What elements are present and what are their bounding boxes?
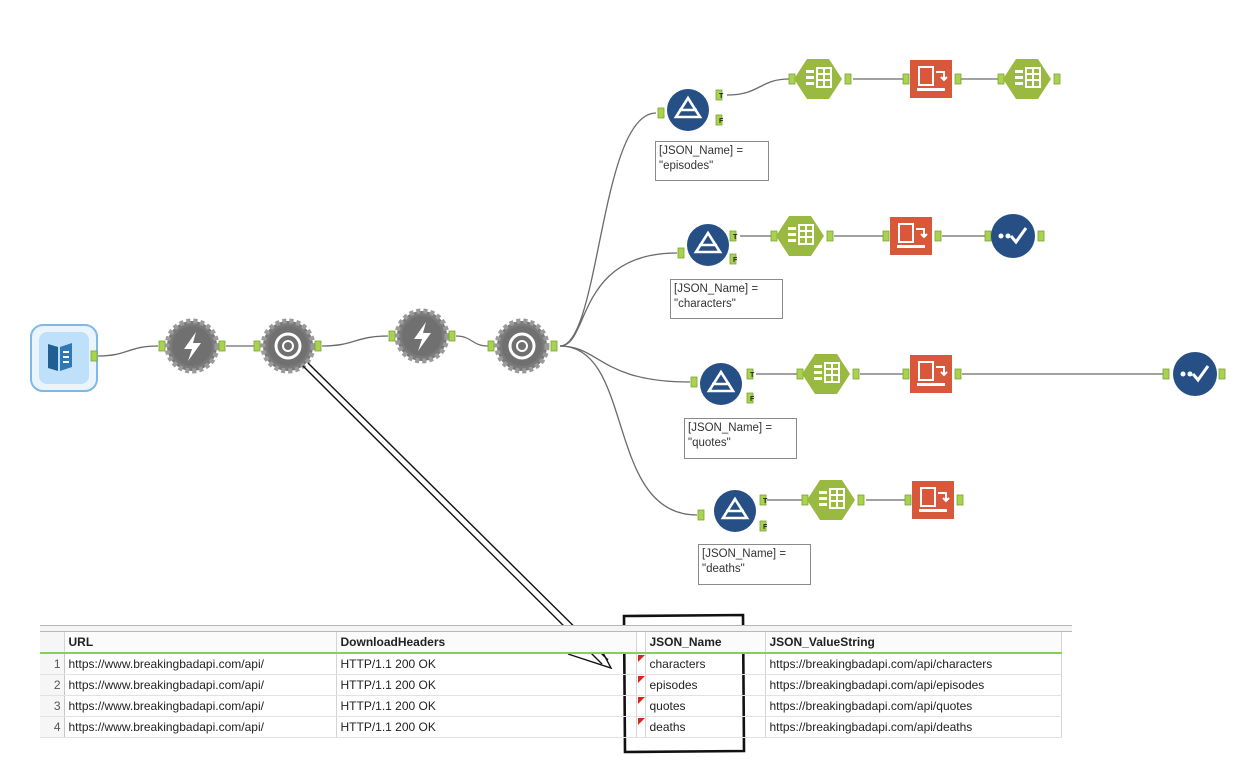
filter-tool-icon[interactable]: T F xyxy=(677,224,738,266)
cell-url[interactable]: https://www.breakingbadapi.com/api/ xyxy=(64,695,337,717)
cell-json-name[interactable]: episodes xyxy=(645,674,766,696)
true-anchor-label: T xyxy=(733,234,738,241)
table-row[interactable]: 2 https://www.breakingbadapi.com/api/ HT… xyxy=(40,674,1062,696)
false-anchor-label: F xyxy=(750,396,755,403)
column-header-hidden[interactable] xyxy=(636,632,646,654)
row-number: 1 xyxy=(40,653,65,675)
cell-url[interactable]: https://www.breakingbadapi.com/api/ xyxy=(64,653,337,675)
filter-annotation-characters: [JSON_Name] = "characters" xyxy=(670,279,783,319)
cell-json-valuestring[interactable]: https://breakingbadapi.com/api/character… xyxy=(765,653,1062,675)
cell-url[interactable]: https://www.breakingbadapi.com/api/ xyxy=(64,716,337,738)
truncated-cell-marker[interactable] xyxy=(636,716,646,738)
table-row[interactable]: 4 https://www.breakingbadapi.com/api/ HT… xyxy=(40,716,1062,738)
column-header-json-valuestring[interactable]: JSON_ValueString xyxy=(765,632,1062,654)
download-tool-icon[interactable] xyxy=(388,308,456,364)
select-tool-icon[interactable] xyxy=(796,354,860,394)
cell-url[interactable]: https://www.breakingbadapi.com/api/ xyxy=(64,674,337,696)
filter-expression-line1: [JSON_Name] = xyxy=(659,145,744,157)
select-tool-icon[interactable] xyxy=(801,480,865,520)
download-tool-icon[interactable] xyxy=(158,318,226,374)
filter-expression-line1: [JSON_Name] = xyxy=(702,548,787,560)
cell-json-name[interactable]: deaths xyxy=(645,716,766,738)
false-anchor-label: F xyxy=(719,118,724,125)
cell-downloadheaders[interactable]: HTTP/1.1 200 OK xyxy=(336,674,637,696)
filter-expression-line1: [JSON_Name] = xyxy=(688,422,773,434)
table-header-row: URL DownloadHeaders JSON_Name JSON_Value… xyxy=(40,632,1062,654)
results-table: URL DownloadHeaders JSON_Name JSON_Value… xyxy=(40,632,1062,738)
false-anchor-label: F xyxy=(763,524,768,531)
transpose-tool-icon[interactable] xyxy=(902,355,962,393)
true-anchor-label: T xyxy=(719,93,724,100)
cell-json-valuestring[interactable]: https://breakingbadapi.com/api/quotes xyxy=(765,695,1062,717)
false-anchor-label: F xyxy=(733,257,738,264)
select-tool-icon[interactable] xyxy=(788,59,852,99)
json-parse-tool-icon[interactable] xyxy=(487,318,558,374)
results-grid[interactable]: URL DownloadHeaders JSON_Name JSON_Value… xyxy=(40,625,1072,738)
truncated-cell-marker[interactable] xyxy=(636,695,646,717)
results-grid-splitter[interactable] xyxy=(40,625,1072,632)
column-header-url[interactable]: URL xyxy=(64,632,337,654)
wire-to-filter-episodes xyxy=(559,112,657,347)
filter-annotation-episodes: [JSON_Name] = "episodes" xyxy=(655,141,769,181)
cell-downloadheaders[interactable]: HTTP/1.1 200 OK xyxy=(336,653,637,675)
table-row[interactable]: 3 https://www.breakingbadapi.com/api/ HT… xyxy=(40,695,1062,717)
cell-downloadheaders[interactable]: HTTP/1.1 200 OK xyxy=(336,716,637,738)
column-header-downloadheaders[interactable]: DownloadHeaders xyxy=(336,632,637,654)
truncated-cell-marker[interactable] xyxy=(636,674,646,696)
true-anchor-label: T xyxy=(763,498,768,505)
true-anchor-label: T xyxy=(750,372,755,379)
row-number-header xyxy=(40,632,65,654)
table-row[interactable]: 1 https://www.breakingbadapi.com/api/ HT… xyxy=(40,653,1062,675)
text-input-tool-icon[interactable] xyxy=(30,324,98,392)
browse-tool-icon[interactable] xyxy=(1162,352,1226,396)
filter-annotation-quotes: [JSON_Name] = "quotes" xyxy=(684,418,797,459)
select-tool-icon[interactable] xyxy=(770,216,834,256)
browse-tool-icon[interactable] xyxy=(984,214,1045,258)
filter-expression-line1: [JSON_Name] = xyxy=(674,283,759,295)
transpose-tool-icon[interactable] xyxy=(902,60,962,98)
filter-tool-icon[interactable]: T F xyxy=(697,490,768,532)
column-header-json-name[interactable]: JSON_Name xyxy=(645,632,766,654)
truncated-cell-marker[interactable] xyxy=(636,653,646,675)
transpose-tool-icon[interactable] xyxy=(904,481,964,519)
select-tool-icon[interactable] xyxy=(997,59,1061,99)
row-number: 4 xyxy=(40,716,65,738)
connections xyxy=(97,78,1166,516)
filter-tool-icon[interactable]: T F xyxy=(657,89,724,131)
cell-json-valuestring[interactable]: https://breakingbadapi.com/api/deaths xyxy=(765,716,1062,738)
cell-json-name[interactable]: characters xyxy=(645,653,766,675)
filter-expression-line2: "episodes" xyxy=(659,160,714,172)
cell-json-valuestring[interactable]: https://breakingbadapi.com/api/episodes xyxy=(765,674,1062,696)
filter-tool-icon[interactable]: T F xyxy=(690,363,755,405)
cell-json-name[interactable]: quotes xyxy=(645,695,766,717)
json-parse-tool-icon[interactable] xyxy=(253,318,322,374)
row-number: 3 xyxy=(40,695,65,717)
wire-to-filter-characters xyxy=(559,252,678,347)
filter-expression-line2: "quotes" xyxy=(688,437,731,449)
filter-annotation-deaths: [JSON_Name] = "deaths" xyxy=(698,544,811,585)
row-number: 2 xyxy=(40,674,65,696)
wire-to-filter-deaths xyxy=(559,345,698,516)
transpose-tool-icon[interactable] xyxy=(882,217,942,255)
cell-downloadheaders[interactable]: HTTP/1.1 200 OK xyxy=(336,695,637,717)
filter-expression-line2: "deaths" xyxy=(702,563,745,575)
annotation-arrow xyxy=(302,362,613,670)
filter-expression-line2: "characters" xyxy=(674,298,736,310)
